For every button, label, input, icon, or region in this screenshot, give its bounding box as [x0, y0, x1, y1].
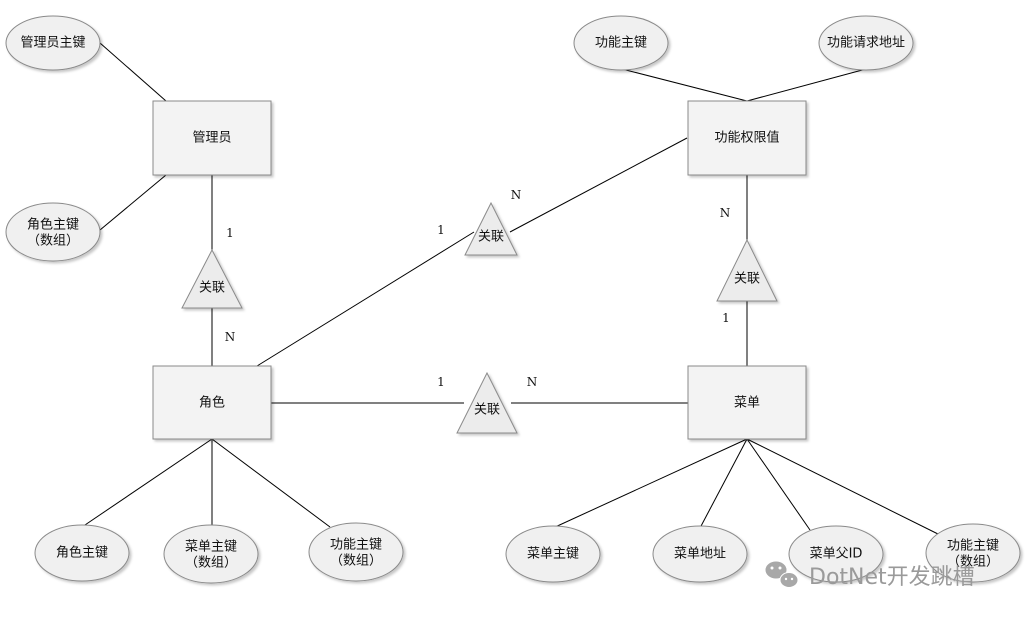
attribute-role-menu-ids-label: 菜单主键 — [185, 540, 237, 555]
attribute-menu-url: 菜单地址 — [652, 525, 748, 583]
entity-permission: 功能权限值 — [687, 100, 807, 176]
attribute-role-permission-ids-note: （数组） — [330, 554, 382, 569]
attribute-menu-parent-id-label: 菜单父ID — [810, 547, 863, 562]
attribute-menu-pk-label: 菜单主键 — [527, 547, 579, 562]
cardinality-role-menu-n: N — [527, 375, 538, 389]
relationship-permission-menu-label: 关联 — [734, 272, 760, 287]
attribute-menu-permission-ids: 功能主键 （数组） — [925, 523, 1021, 583]
attribute-role-menu-ids: 菜单主键 （数组） — [163, 524, 259, 584]
attribute-permission-pk-label: 功能主键 — [595, 36, 647, 51]
attribute-role-permission-ids-label: 功能主键 — [330, 538, 382, 553]
attribute-admin-role-ids-note: （数组） — [27, 234, 79, 249]
entity-role-label: 角色 — [199, 395, 225, 411]
entity-menu-label: 菜单 — [734, 396, 760, 411]
entity-permission-label: 功能权限值 — [714, 130, 779, 146]
attribute-menu-url-label: 菜单地址 — [674, 547, 726, 562]
attribute-permission-pk: 功能主键 — [573, 15, 669, 71]
relationship-admin-role: 关联 — [181, 248, 243, 309]
attribute-admin-pk: 管理员主键 — [5, 15, 101, 71]
attribute-role-menu-ids-note: （数组） — [185, 556, 237, 571]
relationship-role-permission-label: 关联 — [478, 230, 504, 245]
relationship-role-menu: 关联 — [456, 371, 518, 434]
attribute-admin-role-ids-label: 角色主键 — [27, 217, 79, 233]
cardinality-role-menu-1: 1 — [437, 375, 445, 389]
cardinality-permission-menu-1: 1 — [722, 311, 730, 325]
attribute-permission-url: 功能请求地址 — [818, 15, 914, 71]
attribute-role-pk: 角色主键 — [34, 524, 130, 582]
cardinality-admin-role-n: N — [225, 330, 236, 344]
relationship-role-permission: 关联 — [464, 201, 518, 256]
attribute-admin-pk-label: 管理员主键 — [20, 36, 85, 51]
attribute-menu-permission-ids-label: 功能主键 — [947, 539, 999, 554]
entity-role: 角色 — [152, 365, 272, 440]
relationship-admin-role-label: 关联 — [199, 281, 225, 296]
wechat-icon — [764, 560, 799, 588]
attribute-role-pk-label: 角色主键 — [56, 545, 108, 561]
cardinality-role-permission-n: N — [511, 188, 522, 202]
entity-admin-label: 管理员 — [192, 131, 231, 146]
attribute-menu-parent-id: 菜单父ID — [788, 525, 884, 583]
watermark-text: DotNet开发跳槽 — [809, 565, 975, 590]
cardinality-admin-role-1: 1 — [226, 226, 234, 240]
attribute-role-permission-ids: 功能主键 （数组） — [308, 522, 404, 582]
attribute-admin-role-ids: 角色主键 （数组） — [5, 202, 101, 262]
attribute-menu-pk: 菜单主键 — [505, 525, 601, 583]
entity-menu: 菜单 — [687, 365, 807, 440]
attribute-permission-url-label: 功能请求地址 — [827, 36, 905, 51]
cardinality-permission-menu-n: N — [720, 206, 731, 220]
entity-admin: 管理员 — [152, 100, 272, 176]
attribute-menu-permission-ids-note: （数组） — [947, 555, 999, 570]
cardinality-role-permission-1: 1 — [437, 223, 445, 237]
relationship-permission-menu: 关联 — [716, 238, 778, 302]
relationship-role-menu-label: 关联 — [474, 403, 500, 418]
connector-lines — [81, 42, 941, 536]
watermark: DotNet开发跳槽 — [764, 560, 975, 590]
